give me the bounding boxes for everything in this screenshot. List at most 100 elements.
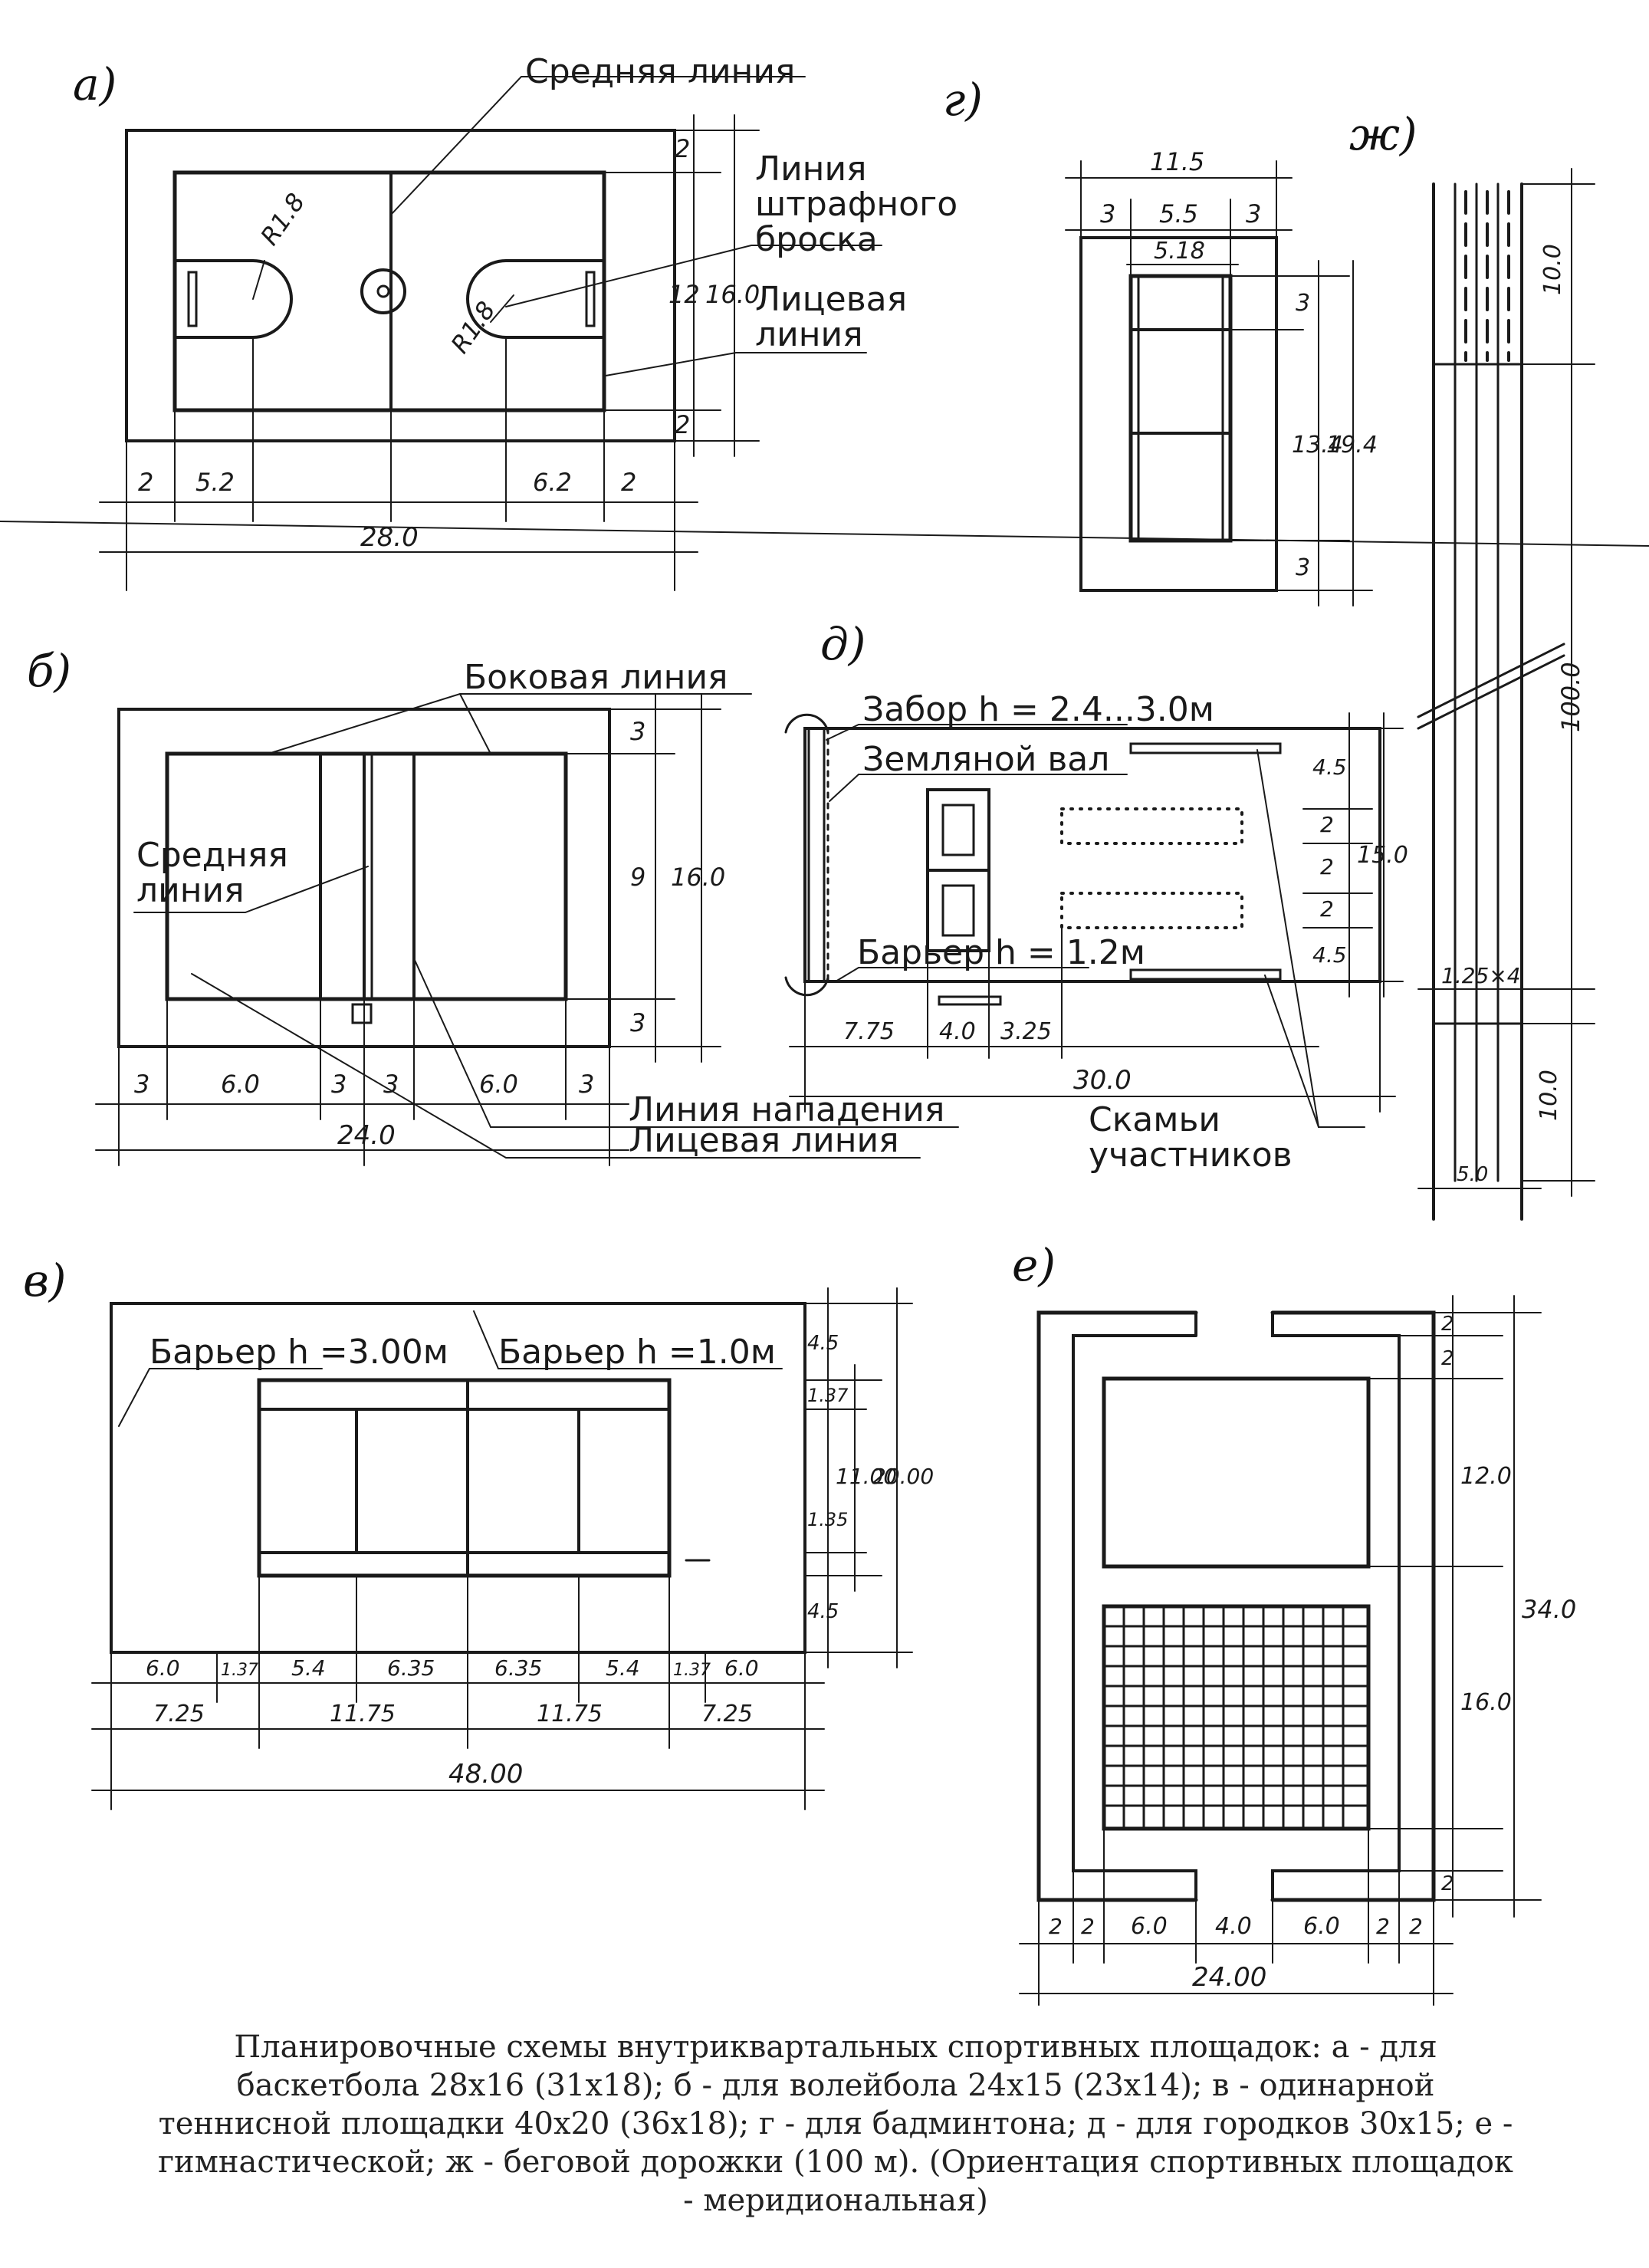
f-dim-h3: 6.0 [1131,1913,1168,1940]
gorodki-corner-top [784,713,829,734]
b-dim-m1: 3 [134,1070,149,1099]
d-dim-v-total: 19.4 [1326,432,1378,459]
g-dim-top: 10.0 [1539,244,1566,295]
diagram-d-badminton: г) 11.5 3 5.5 3 5.18 3 13.4 19.4 3 [943,74,1378,606]
diagram-c-tennis: в) Барьер h =3.00м Барьер h =1.0м 4.5 1.… [23,1254,934,1810]
radius-leader-left [252,260,265,300]
tennis-court [257,1378,672,1578]
radius-left-label: R1.8 [255,188,310,251]
e-dim-h3: 3.25 [1000,1018,1052,1045]
track-break-2 [1417,654,1565,730]
c-dim-v-alley-top: 1.37 [807,1385,849,1406]
d-dim-v-top: 3 [1296,290,1310,317]
a-dim-left-key: 5.2 [195,468,235,497]
gorodki-city-upper-inner [941,804,975,856]
c-dim-v-court: 11.00 [836,1464,897,1489]
e-dim-total-length: 30.0 [1073,1065,1132,1096]
b-dim-m2: 3 [331,1070,347,1099]
barrier-leader-e [835,967,1089,982]
c-dim-v-total: 20.00 [872,1464,934,1489]
b-dim-m4: 3 [579,1070,594,1099]
side-line-label: Боковая линия [464,658,728,697]
gorodki-barrier [938,995,1002,1006]
gym-upper-zone [1102,1376,1371,1569]
diagram-f-letter: е) [1012,1239,1056,1291]
center-line-leader [390,76,806,215]
diagram-f-gymnastics: е) 2 2 12.0 16.0 2 34.0 2 [1012,1239,1576,2006]
figure-caption: Планировочные схемы внутриквартальных сп… [158,2030,1513,2218]
d-dim-m-right: 3 [1246,199,1261,228]
a-dim-court-width: 12 [668,280,700,309]
fence-leader [826,724,1128,741]
g-dim-lanes: 1.25×4 [1441,963,1521,988]
end-line-leader-b [191,973,921,1159]
radius-leader-right [490,294,514,323]
c-dim-h2: 1.37 [221,1661,258,1680]
f-dim-v5: 2 [1441,1872,1454,1895]
end-line-label-b: Лицевая линия [629,1121,899,1160]
c-dim-h4: 6.35 [387,1655,435,1681]
f-dim-h2: 2 [1081,1914,1095,1939]
f-dim-v3: 12.0 [1460,1463,1512,1490]
earth-bank-label: Земляной вал [862,740,1109,779]
diagram-c-letter: в) [23,1254,66,1307]
c-dim-h7: 1.37 [673,1661,711,1680]
gym-grid-lines [1102,1605,1370,1830]
benches-leader-2 [1264,975,1365,1128]
c-dim-g4: 7.25 [701,1701,753,1727]
c-dim-v-top: 4.5 [807,1332,839,1355]
c-dim-h8: 6.0 [724,1655,759,1681]
gorodki-city-upper [926,788,990,872]
badminton-court [1128,274,1233,543]
f-dim-h5: 6.0 [1303,1913,1340,1940]
free-throw-leader [505,245,882,307]
e-dim-v2: 2 [1320,812,1334,837]
diagram-d-letter: г) [943,74,983,126]
diagram-a-letter: а) [73,58,117,110]
c-dim-h6: 5.4 [606,1655,640,1681]
f-dim-v4: 16.0 [1460,1689,1512,1716]
barrier-high-label: Барьер h =3.00м [149,1333,448,1372]
c-dim-h3: 5.4 [291,1655,326,1681]
d-dim-v-court: 13.4 [1292,432,1343,459]
e-dim-v4: 2 [1320,896,1334,922]
e-dim-v5: 4.5 [1312,942,1347,968]
g-dim-width: 5.0 [1457,1163,1488,1186]
track-break-1 [1417,643,1565,718]
gym-grid-border [1102,1604,1371,1831]
badminton-ground [1079,236,1278,592]
gorodki-throw-zone-lower [1060,892,1243,929]
c-dim-g2: 11.75 [330,1701,396,1727]
a-dim-total-length: 28.0 [360,522,419,553]
diagram-g-letter: ж) [1349,108,1417,160]
b-dim-d1: 6.0 [221,1070,260,1099]
b-dim-top: 3 [630,717,645,746]
d-dim-total: 11.5 [1150,147,1204,176]
c-dim-g3: 11.75 [537,1701,603,1727]
gorodki-city-lower-inner [941,884,975,937]
gorodki-corner-bottom [784,976,829,997]
e-dim-v3: 2 [1320,854,1334,879]
e-dim-h1: 7.75 [843,1018,895,1045]
c-dim-total-length: 48.00 [448,1759,523,1790]
d-dim-inner: 5.18 [1154,238,1205,265]
gorodki-fence [807,727,826,983]
barrier-low-label: Барьер h =1.0м [498,1333,776,1372]
e-dim-v1: 4.5 [1312,754,1347,780]
tennis-ground [110,1302,806,1654]
a-dim-top: 2 [675,134,690,163]
bank-leader [829,774,1128,802]
e-dim-v-total: 15.0 [1357,842,1408,869]
basketball-center-circle [360,268,406,314]
a-dim-right-key: 6.2 [533,468,572,497]
f-dim-h6: 2 [1376,1914,1390,1939]
volleyball-referee-stand [351,1003,373,1024]
basketball-key-left [173,259,293,339]
gorodki-throw-zone-upper [1060,807,1243,845]
benches-leader-1 [1256,749,1319,1128]
